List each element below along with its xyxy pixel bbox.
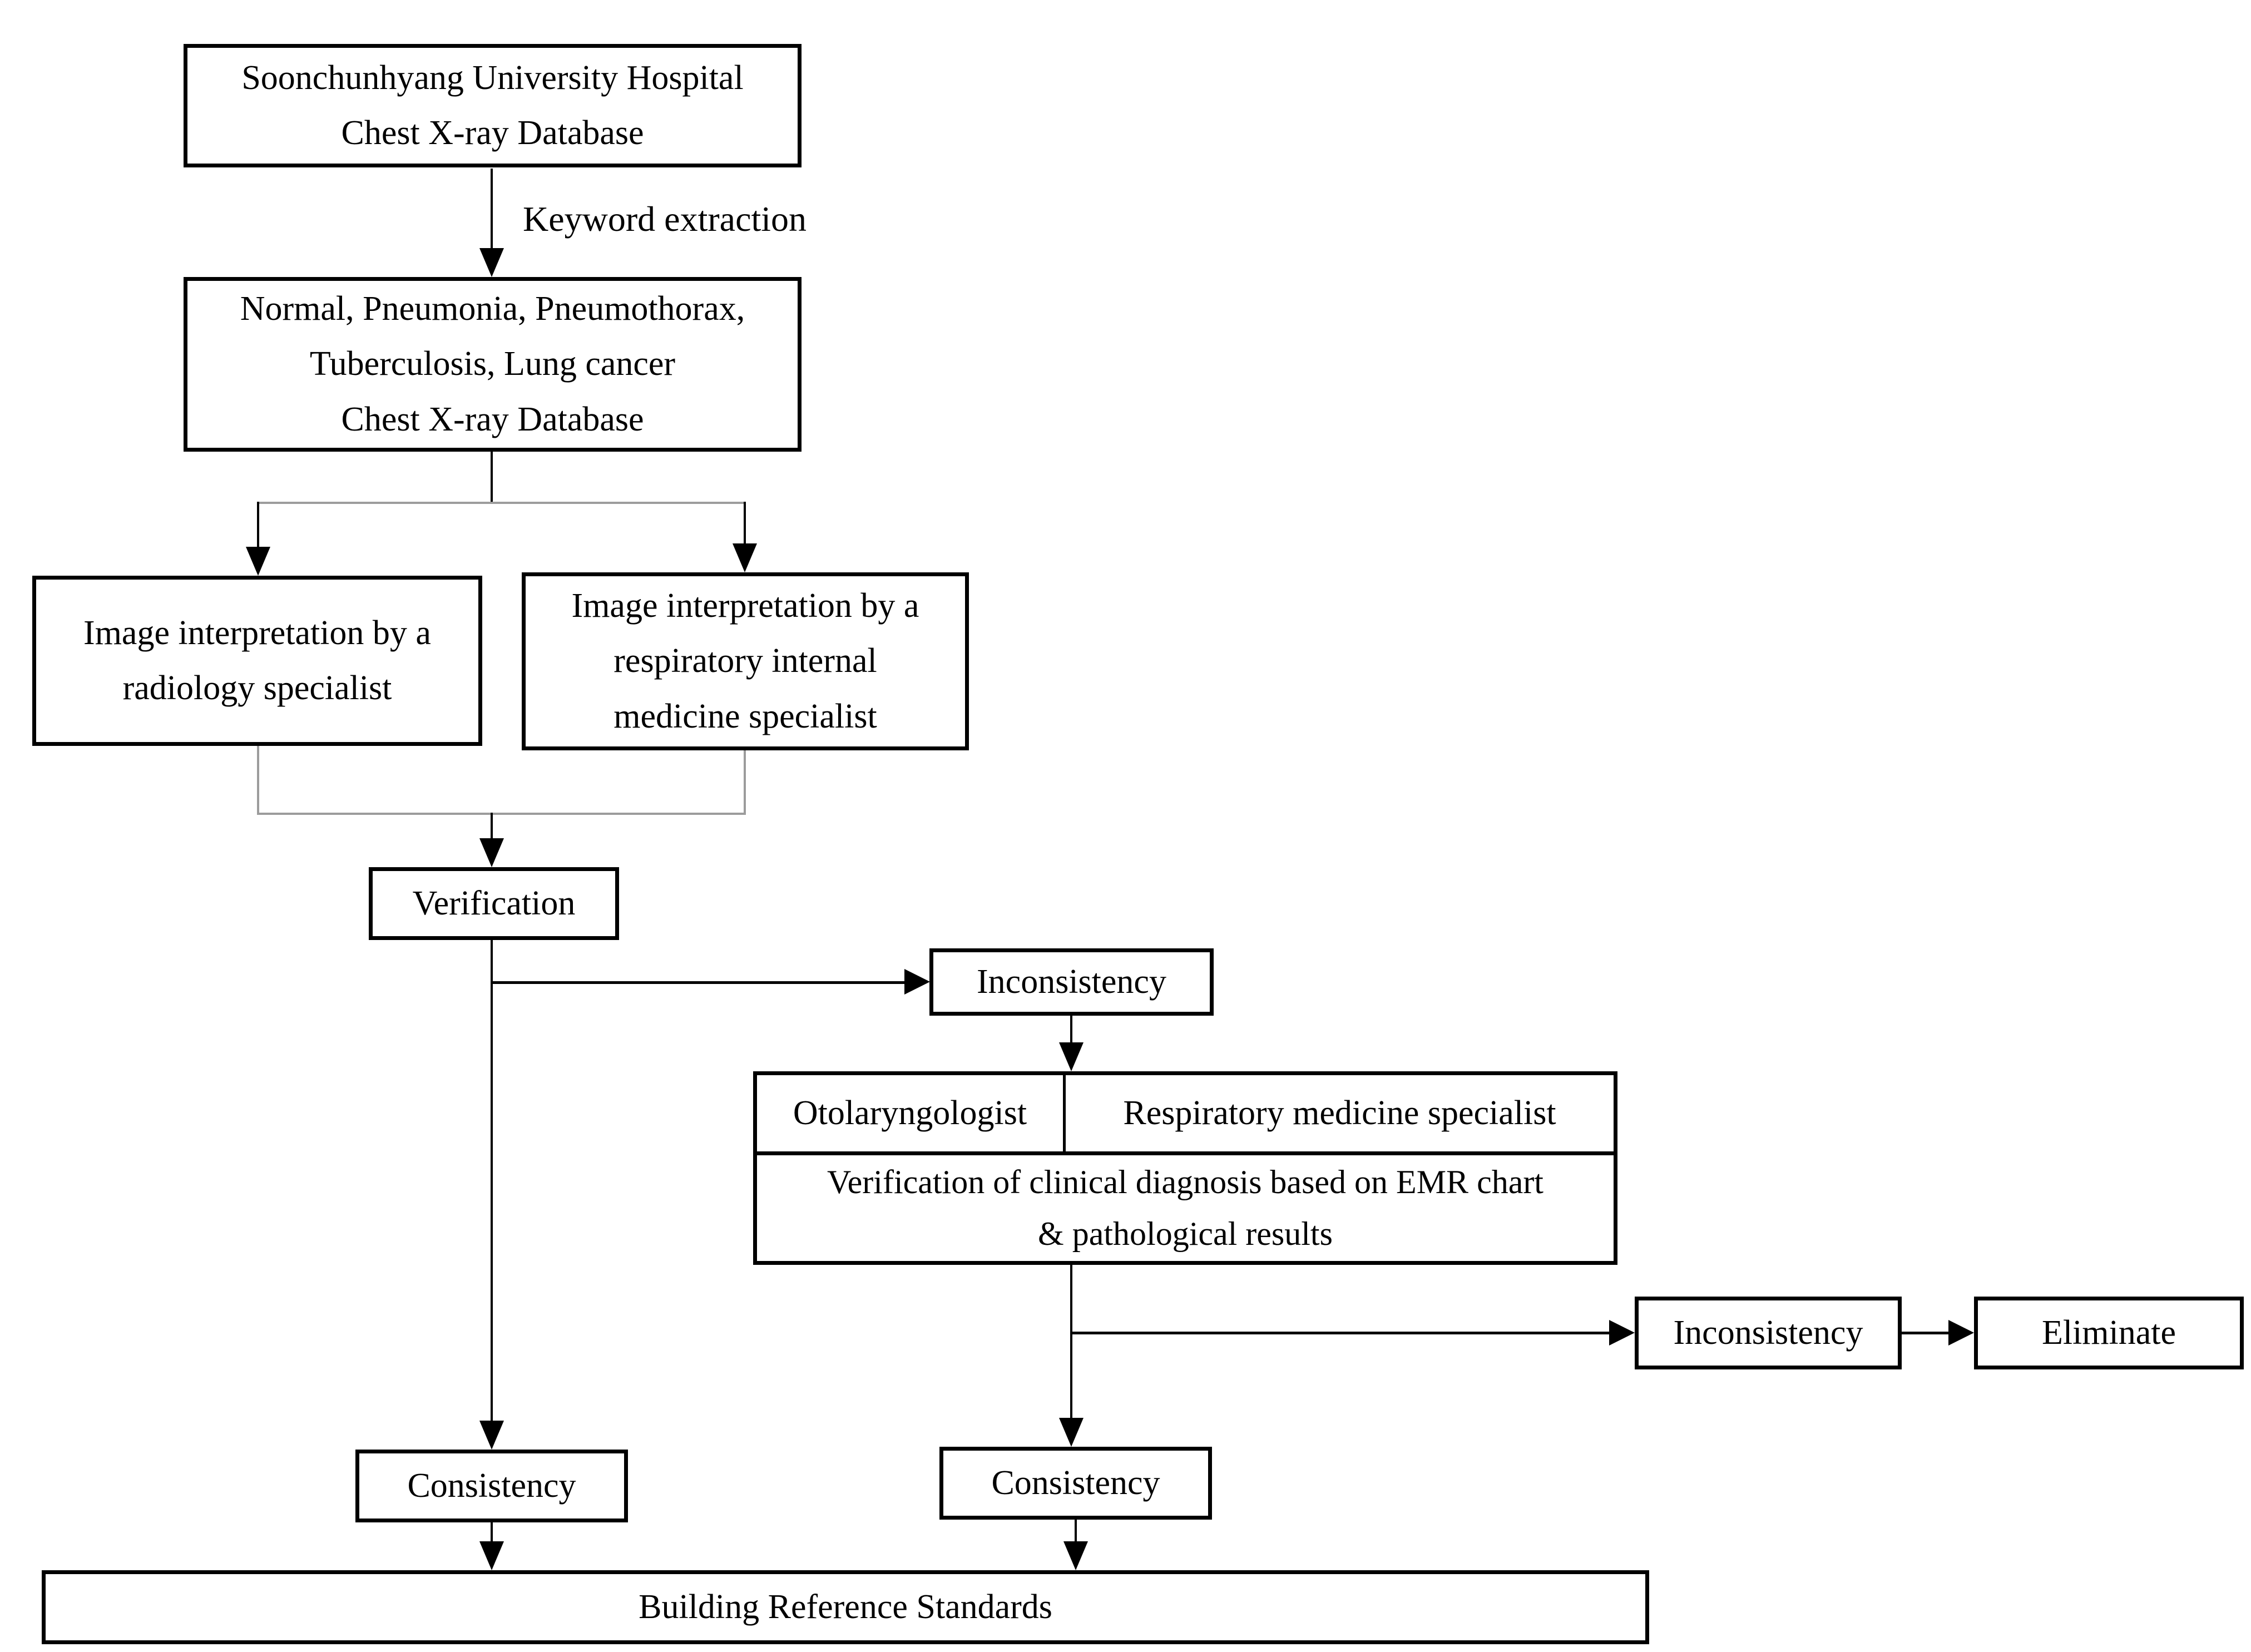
node-inconsistency-2: Inconsistency [1635,1297,1902,1369]
arrowhead-down-verification [479,838,504,867]
label-keyword-extraction: Keyword extraction [523,199,807,239]
connector-filtered-stub [491,452,493,504]
node-source-database-line2: Chest X-ray Database [341,114,644,152]
node-consistency-1: Consistency [355,1450,628,1522]
connector-merge-center [491,813,493,838]
node-inconsistency-1: Inconsistency [929,948,1214,1016]
node-building-reference-standards-label: Building Reference Standards [639,1587,1052,1626]
arrowhead-down-table [1059,1042,1084,1071]
review-table-body-line2: & pathological results [1038,1215,1333,1252]
node-source-database-line1: Soonchunhyang University Hospital [241,58,744,97]
node-respiratory-line2: respiratory internal [614,642,877,680]
arrowhead-down-respiratory [733,543,757,572]
connector-consistency1-to-bar [491,1522,493,1542]
node-verification: Verification [369,867,619,940]
review-table-body: Verification of clinical diagnosis based… [757,1155,1614,1261]
node-filtered-database-line1: Normal, Pneumonia, Pneumothorax, [240,290,745,328]
arrowhead-down-bar-mid [1063,1541,1088,1570]
node-verification-label: Verification [412,884,576,922]
node-eliminate: Eliminate [1974,1297,2244,1369]
node-building-reference-standards: Building Reference Standards [42,1570,1649,1644]
connector-branch-right [744,502,746,543]
review-table-body-line1: Verification of clinical diagnosis based… [827,1164,1543,1200]
arrowhead-right-inconsistency1 [904,969,930,995]
connector-verification-to-inconsistency1 [492,981,904,984]
node-consistency-2-label: Consistency [991,1463,1160,1502]
arrowhead-down-bar-left [479,1541,504,1570]
connector-merge-horizontal [257,813,746,815]
connector-merge-right [744,750,746,815]
node-respiratory-interpretation: Image interpretation by a respiratory in… [522,572,969,750]
node-eliminate-label: Eliminate [2041,1313,2176,1352]
node-filtered-database: Normal, Pneumonia, Pneumothorax, Tubercu… [184,277,802,452]
connector-branch-horizontal [257,502,746,504]
review-table-header-otolaryngologist: Otolaryngologist [757,1075,1066,1151]
node-consistency-2: Consistency [939,1447,1212,1520]
node-radiology-interpretation: Image interpretation by a radiology spec… [32,576,482,746]
arrowhead-right-inconsistency2 [1609,1320,1635,1346]
node-source-database: Soonchunhyang University Hospital Chest … [184,44,802,167]
arrowhead-down-radiology [246,547,270,576]
node-radiology-line1: Image interpretation by a [83,614,431,652]
review-table-header-row: Otolaryngologist Respiratory medicine sp… [757,1075,1614,1155]
node-respiratory-line3: medicine specialist [614,697,877,735]
arrowhead-right-eliminate [1948,1320,1974,1346]
connector-inconsistency1-to-table [1070,1016,1072,1045]
review-table-header-respiratory-specialist: Respiratory medicine specialist [1123,1094,1556,1132]
arrowhead-down-consistency2 [1059,1418,1084,1447]
connector-inconsistency2-to-eliminate [1902,1332,1949,1334]
node-inconsistency-1-label: Inconsistency [977,962,1166,1001]
node-radiology-line2: radiology specialist [122,669,392,707]
arrowhead-down-consistency1 [479,1421,504,1450]
node-consistency-1-label: Consistency [407,1466,576,1505]
arrowhead-down-filtered-db [479,248,504,277]
node-filtered-database-line2: Tuberculosis, Lung cancer [309,345,676,383]
connector-consistency2-to-bar [1075,1520,1077,1542]
node-filtered-database-line3: Chest X-ray Database [341,400,644,438]
connector-verification-to-consistency1 [491,940,493,1422]
connector-branch-left [257,502,259,547]
node-respiratory-line1: Image interpretation by a [571,587,919,625]
node-clinical-review-table: Otolaryngologist Respiratory medicine sp… [753,1071,1617,1265]
connector-table-to-inconsistency2 [1071,1332,1610,1334]
connector-source-to-filtered [491,169,493,248]
node-inconsistency-2-label: Inconsistency [1673,1313,1863,1352]
connector-table-to-consistency2 [1070,1265,1072,1419]
connector-merge-left [257,746,259,815]
